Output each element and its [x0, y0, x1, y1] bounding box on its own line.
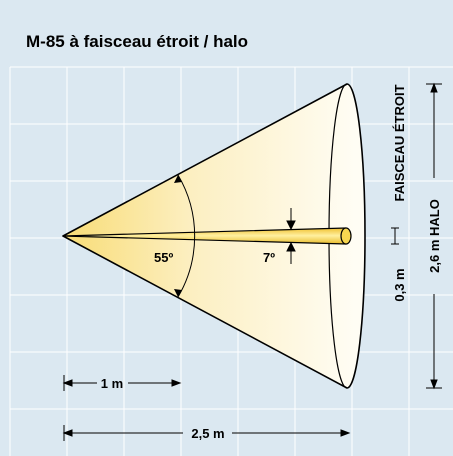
halo-size-label: 2,6 m HALO: [427, 199, 442, 273]
narrow-angle-label: 7º: [263, 250, 275, 265]
distance-1m-dimension: [62, 375, 182, 391]
halo-angle-marker: [177, 174, 196, 298]
distance-2-5m-dimension: [62, 425, 351, 441]
diagram-title: M-85 à faisceau étroit / halo: [26, 32, 248, 51]
halo-angle-label: 55º: [154, 250, 173, 265]
narrow-size-label: 0,3 m: [392, 268, 407, 301]
narrow-beam-label: FAISCEAU ÉTROIT: [392, 84, 407, 201]
halo-size-dimension: [426, 82, 442, 390]
halo-angle-arrowheads: [174, 175, 182, 297]
distance-2-5m-label: 2,5 m: [191, 426, 224, 441]
narrow-beam-end: [340, 227, 352, 245]
narrow-angle-marker: [286, 208, 296, 264]
distance-1m-label: 1 m: [101, 376, 123, 391]
narrow-size-dimension: [391, 227, 399, 245]
